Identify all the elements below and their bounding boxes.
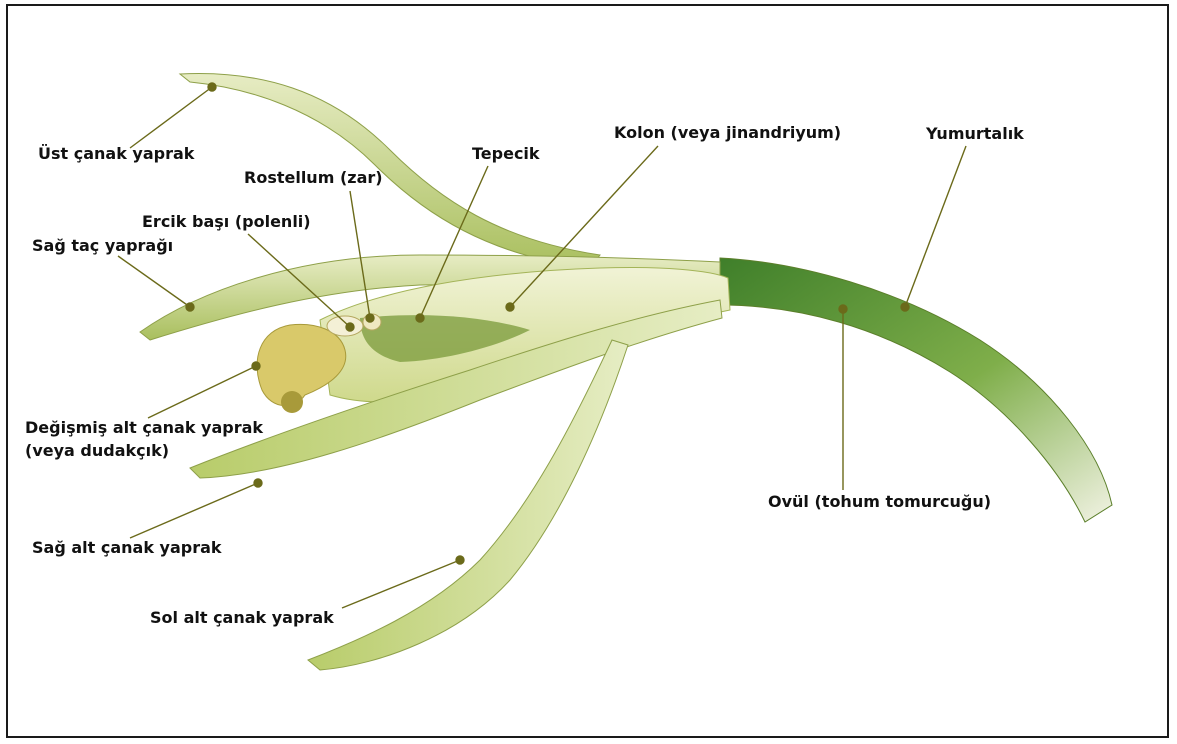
- label-ust-canak: Üst çanak yaprak: [38, 144, 194, 164]
- label-ovul: Ovül (tohum tomurcuğu): [768, 492, 991, 512]
- anther-shape: [327, 316, 363, 336]
- lip-tip-shape: [281, 391, 303, 413]
- label-sag-alt: Sağ alt çanak yaprak: [32, 538, 222, 558]
- leader-dot-rostellum: [366, 314, 374, 322]
- leader-dot-sag-alt: [254, 479, 262, 487]
- leader-dot-ercik: [346, 323, 354, 331]
- label-tepecik: Tepecik: [472, 144, 540, 164]
- leader-dot-ovul: [839, 305, 847, 313]
- leader-degismis: [148, 366, 256, 418]
- label-yumurtalik: Yumurtalık: [926, 124, 1024, 144]
- leader-dot-degismis: [252, 362, 260, 370]
- ovary-shape: [720, 258, 1112, 522]
- label-sag-tac: Sağ taç yaprağı: [32, 236, 173, 256]
- label-degismis: Değişmiş alt çanak yaprak: [25, 418, 263, 438]
- leader-sag-alt: [130, 483, 258, 538]
- leader-sag-tac: [118, 256, 190, 307]
- label-kolon: Kolon (veya jinandriyum): [614, 123, 841, 143]
- leader-dot-sol-alt: [456, 556, 464, 564]
- leader-dot-ust-canak: [208, 83, 216, 91]
- label-rostellum: Rostellum (zar): [244, 168, 383, 188]
- label-ercik: Ercik başı (polenli): [142, 212, 311, 232]
- leader-dot-yumurtalik: [901, 303, 909, 311]
- leader-dot-tepecik: [416, 314, 424, 322]
- label-sol-alt: Sol alt çanak yaprak: [150, 608, 334, 628]
- leader-dot-kolon: [506, 303, 514, 311]
- leader-rostellum: [350, 191, 370, 318]
- upper-sepal-shape: [180, 74, 600, 268]
- leader-ust-canak: [130, 87, 212, 148]
- leader-dot-sag-tac: [186, 303, 194, 311]
- leader-yumurtalik: [905, 146, 966, 307]
- label-degismis-sub: (veya dudakçık): [25, 441, 169, 461]
